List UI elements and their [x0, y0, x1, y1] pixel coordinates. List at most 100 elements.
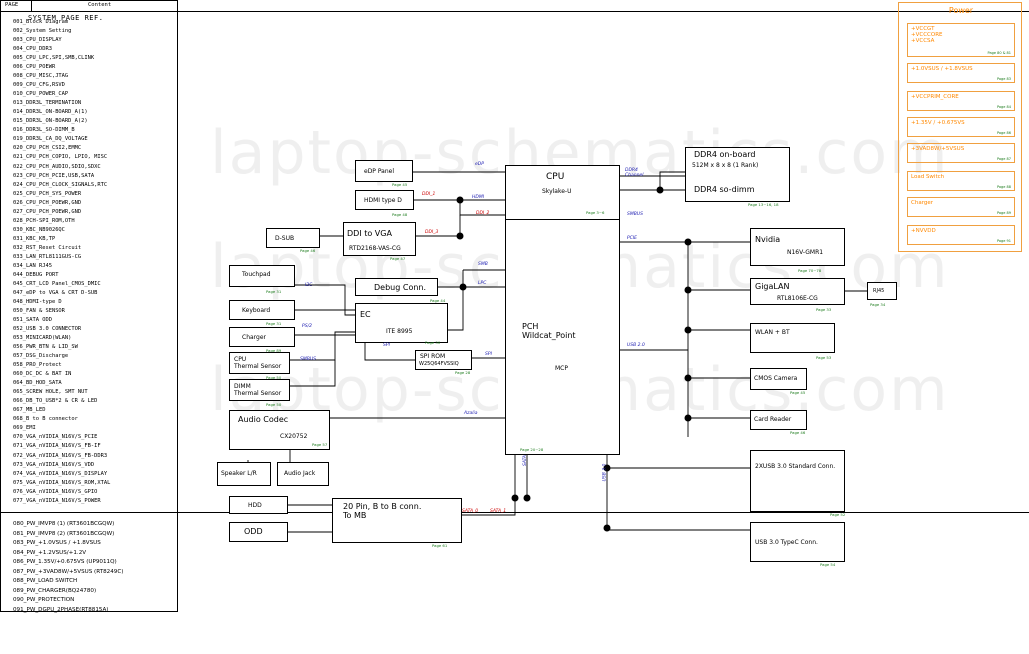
cardreader-title: Card Reader [754, 416, 792, 423]
signal-sata: SATA [523, 454, 529, 467]
power-rail-label: Load Switch [911, 174, 945, 180]
signal-spi2: SPI [485, 352, 492, 357]
usb3std-block: 2XUSB 3.0 Standard Conn. [750, 450, 845, 512]
gigalan-page: Page 33 [816, 307, 832, 312]
usb3std-title: 2XUSB 3.0 Standard Conn. [755, 463, 836, 470]
index-col-page: PAGE [5, 2, 19, 8]
power-rail-page: Page 83 [996, 77, 1011, 81]
power-rail: +VCCPRIM_CORE Page 84 [907, 91, 1015, 111]
signal-ddr: DDR4 Channel [625, 168, 644, 178]
cardreader-block: Card Reader [750, 410, 807, 430]
power-rail-page: Page 86 [996, 131, 1011, 135]
signal-sata1: SATA_1 [490, 509, 507, 514]
usbc-title: USB 3.0 TypeC Conn. [755, 539, 818, 546]
touchpad-block: Touchpad [229, 265, 295, 287]
charger-block: Charger [229, 327, 295, 347]
hdmi-block: HDMI type D [355, 190, 414, 210]
touchpad-title: Touchpad [242, 271, 271, 278]
usb3std-page: Page 52 [830, 512, 846, 517]
signal-smb: SMB [478, 262, 488, 267]
ec-block: EC ITE 8995 [355, 303, 448, 343]
signal-usb3: USB 3.0 [602, 463, 608, 482]
audio-title: Audio Codec [238, 415, 289, 424]
cpu-block: CPU Skylake-U Page 3~6 [505, 165, 620, 220]
hdmi-page: Page 48 [392, 212, 408, 217]
debug-title: Debug Conn. [374, 283, 427, 292]
ddivga-block: DDI to VGA RTD2168-VAS-CG [343, 222, 416, 256]
gigalan-block: GigaLAN RTL8106E-CG [750, 278, 845, 305]
dsub-block: D-SUB [266, 228, 320, 248]
signal-hdmi: HDMI [472, 195, 485, 200]
b2b-title: 20 Pin, B to B conn. To MB [343, 502, 422, 520]
spirom-title: SPI ROM [420, 353, 446, 360]
cmos-title: CMOS Camera [754, 375, 798, 382]
touchpad-page: Page 31 [266, 289, 282, 294]
ddivga-page: Page 47 [390, 256, 406, 261]
cmos-block: CMOS Camera [750, 368, 807, 390]
power-title: Power [948, 6, 974, 15]
signal-pcie: PCIE [627, 236, 638, 241]
power-rail: +VCCGT +VCCCORE +VCCSA Page 80 & 81 [907, 23, 1015, 57]
keyboard-title: Keyboard [242, 307, 271, 314]
page-title: SYSTEM PAGE REF. [28, 14, 104, 22]
signal-smbus: SMBUS [300, 357, 316, 362]
signal-lpc: LPC [478, 281, 487, 286]
hdd-block: HDD [229, 496, 288, 514]
hdd-title: HDD [248, 502, 262, 509]
ddivga-sub: RTD2168-VAS-CG [349, 245, 401, 252]
cpu-title: CPU [546, 172, 565, 182]
charger-page: Page 89 [266, 348, 282, 353]
power-rail-page: Page 87 [996, 157, 1011, 161]
power-rail-label: +1.0VSUS / +1.8VSUS [911, 66, 973, 72]
spirom-sub: W25Q64FVSSIQ [419, 361, 459, 367]
cardreader-page: Page 46 [790, 430, 806, 435]
nvidia-title: Nvidia [755, 235, 781, 244]
index-table: PAGE Content 001_Block Diagram 002_Syste… [0, 0, 1029, 613]
wlan-block: WLAN + BT [750, 323, 835, 353]
signal-ddi2: DDI_2 [476, 211, 490, 216]
hdmi-title: HDMI type D [364, 197, 402, 204]
audiojack-block: Audio Jack [277, 462, 329, 486]
index-col-content: Content [88, 2, 112, 8]
signal-azalia: Azalia [464, 411, 478, 416]
odd-block: ODD [229, 522, 288, 542]
power-rail: +1.0VSUS / +1.8VSUS Page 83 [907, 63, 1015, 83]
edp-page: Page 45 [392, 182, 408, 187]
index-header: PAGE Content [0, 0, 1029, 12]
b2b-block: 20 Pin, B to B conn. To MB [332, 498, 462, 543]
signal-smbus2: SMBUS [627, 212, 643, 217]
power-rail-label: Charger [911, 200, 933, 206]
keyboard-page: Page 31 [266, 321, 282, 326]
signal-i2c: I2C [305, 283, 313, 288]
audio-block: Audio Codec CX20752 [229, 410, 330, 450]
signal-ddi3: DDI_3 [425, 230, 439, 235]
divider [0, 512, 1029, 513]
edp-title: eDP Panel [364, 168, 395, 175]
wlan-page: Page 53 [816, 355, 832, 360]
power-rail-page: Page 91 [996, 239, 1011, 243]
signal-sata0: SATA_0 [462, 509, 479, 514]
power-rail-label: +VCCPRIM_CORE [911, 94, 959, 100]
dimmtherm-title: DIMM Thermal Sensor [234, 383, 282, 397]
power-panel: Power +VCCGT +VCCCORE +VCCSA Page 80 & 81… [898, 2, 1022, 252]
power-rail-page: Page 84 [996, 105, 1011, 109]
power-rail-page: Page 80 & 81 [987, 51, 1011, 55]
dsub-page: Page 46 [300, 248, 316, 253]
spirom-block: SPI ROM W25Q64FVSSIQ [415, 350, 472, 370]
b2b-page: Page 61 [432, 543, 448, 548]
nvidia-block: Nvidia N16V-GMR1 [750, 228, 845, 266]
rj45-block: RJ45 [867, 282, 897, 300]
ddr-onboard-sub: 512M x 8 x 8 (1 Rank) [692, 162, 759, 169]
audio-page: Page 57 [312, 442, 328, 447]
signal-edp: eDP [475, 162, 484, 167]
pch-sub: MCP [555, 365, 568, 372]
power-rail-label: +VCCGT +VCCCORE +VCCSA [911, 26, 943, 44]
cputherm-block: CPU Thermal Sensor [229, 352, 290, 374]
signal-spi: SPI [383, 343, 390, 348]
ec-sub: ITE 8995 [386, 328, 413, 335]
rj45-title: RJ45 [873, 288, 885, 294]
